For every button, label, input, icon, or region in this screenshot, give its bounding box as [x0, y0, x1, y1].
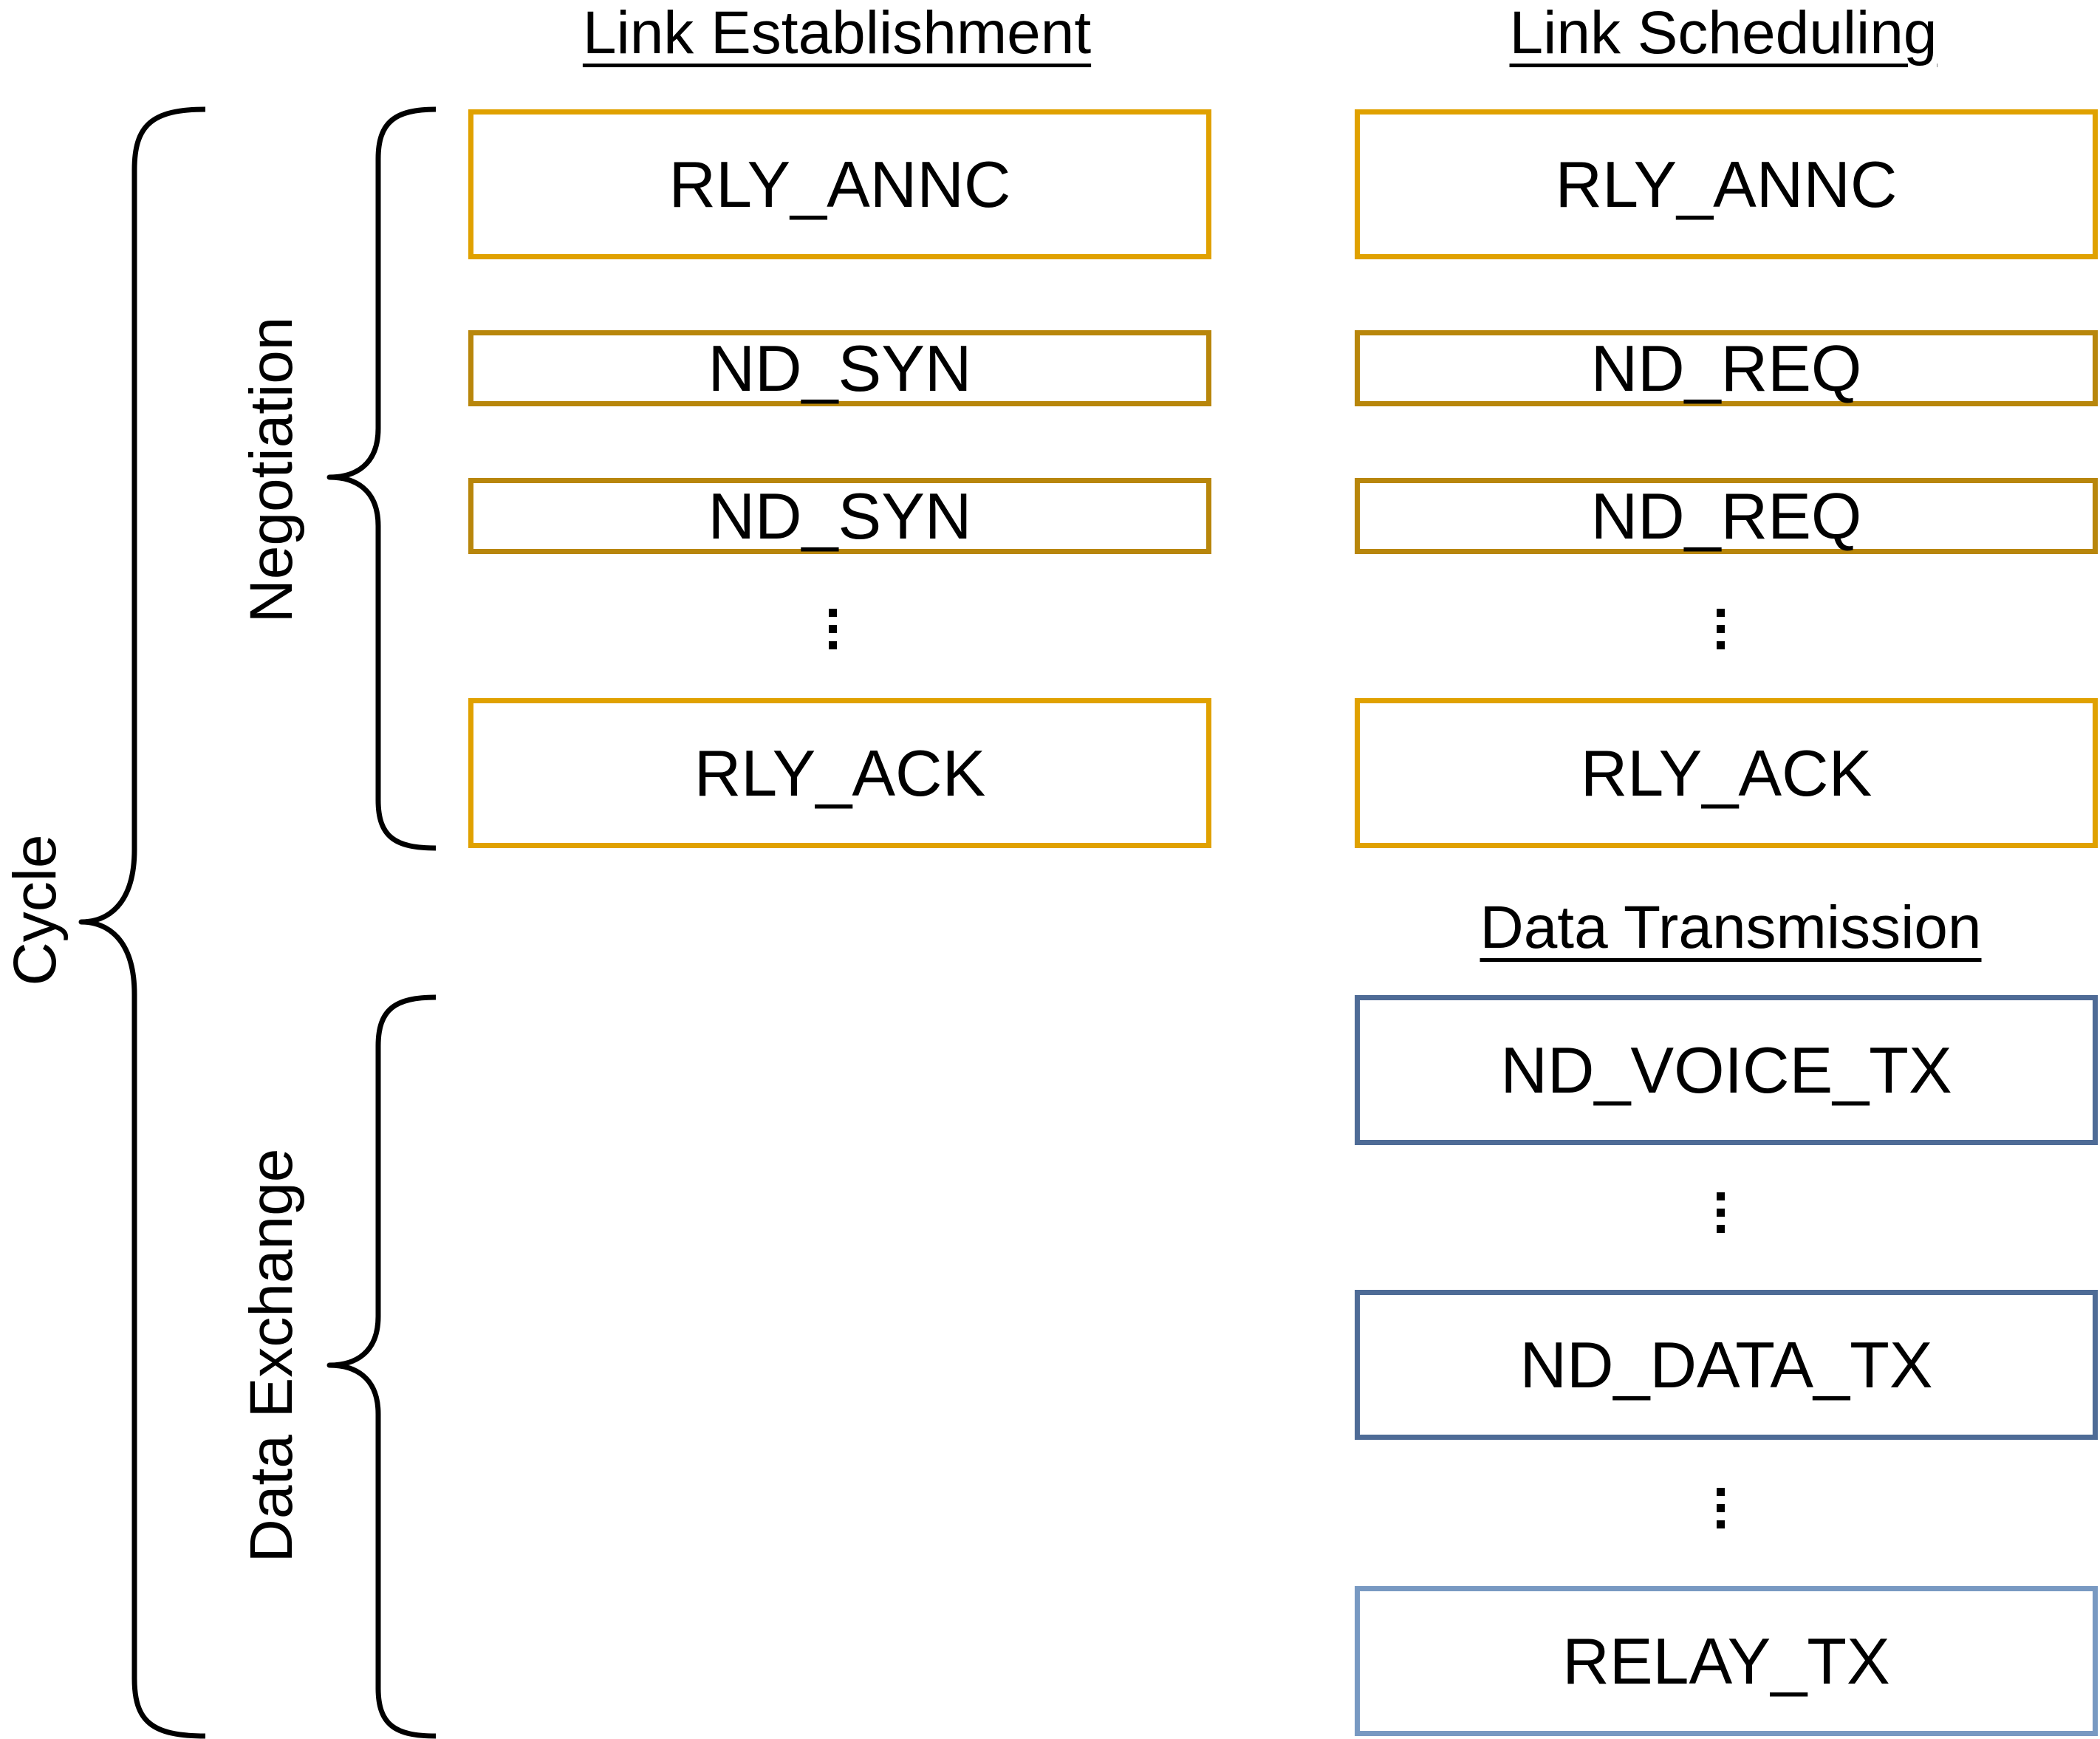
le-box-nd-syn-1: ND_SYN — [468, 330, 1211, 406]
le-ellipsis-icon — [829, 609, 838, 657]
dt-ellipsis-icon-1 — [1717, 1192, 1726, 1241]
le-box-label: ND_SYN — [708, 479, 972, 553]
dt-box-label: ND_DATA_TX — [1519, 1328, 1933, 1401]
ls-box-label: ND_REQ — [1590, 479, 1862, 553]
dt-box-label: ND_VOICE_TX — [1500, 1033, 1952, 1107]
ls-box-nd-req-2: ND_REQ — [1355, 478, 2098, 554]
le-box-nd-syn-2: ND_SYN — [468, 478, 1211, 554]
heading-link-scheduling: Link Scheduling — [1509, 0, 1937, 66]
ls-box-rly-annc: RLY_ANNC — [1355, 109, 2098, 259]
negotiation-label: Negotiation — [238, 316, 305, 623]
data-exchange-label: Data Exchange — [238, 1148, 305, 1563]
le-box-label: RLY_ACK — [694, 736, 986, 810]
ls-box-rly-ack: RLY_ACK — [1355, 698, 2098, 848]
dt-box-nd-data-tx: ND_DATA_TX — [1355, 1290, 2098, 1440]
heading-link-establishment: Link Establishment — [582, 0, 1092, 66]
ls-box-nd-req-1: ND_REQ — [1355, 330, 2098, 406]
le-box-label: ND_SYN — [708, 331, 972, 405]
ls-box-label: RLY_ANNC — [1555, 147, 1898, 221]
dt-box-label: RELAY_TX — [1562, 1624, 1890, 1698]
le-box-rly-annc: RLY_ANNC — [468, 109, 1211, 259]
le-box-label: RLY_ANNC — [668, 147, 1011, 221]
ls-ellipsis-icon — [1717, 609, 1726, 657]
dt-box-nd-voice-tx: ND_VOICE_TX — [1355, 995, 2098, 1145]
ls-box-label: ND_REQ — [1590, 331, 1862, 405]
heading-data-transmission: Data Transmission — [1480, 894, 1982, 961]
le-box-rly-ack: RLY_ACK — [468, 698, 1211, 848]
cycle-label: Cycle — [1, 834, 69, 986]
dt-ellipsis-icon-2 — [1717, 1488, 1726, 1537]
dt-box-relay-tx: RELAY_TX — [1355, 1586, 2098, 1736]
ls-box-label: RLY_ACK — [1580, 736, 1872, 810]
